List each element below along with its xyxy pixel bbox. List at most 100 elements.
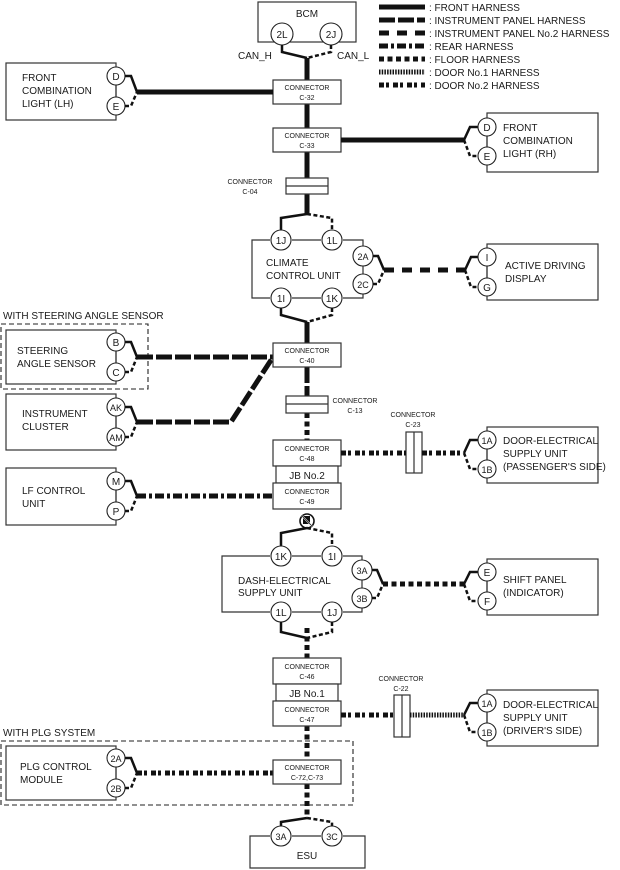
- sas-can-l-wire: [125, 356, 139, 374]
- connector-c13-id: C-13: [347, 408, 362, 415]
- bcm-pin-2l-label: 2L: [276, 30, 288, 41]
- esu-unit[interactable]: 3A 3C ESU: [249, 816, 366, 869]
- connector-c23-title: CONNECTOR: [391, 412, 436, 419]
- bcm-pin-2j-label: 2J: [326, 30, 337, 41]
- legend-item-rear: : REAR HARNESS: [379, 42, 514, 53]
- front-combination-light-rh[interactable]: D E FRONT COMBINATION LIGHT (RH): [341, 112, 599, 173]
- legend-label-front: : FRONT HARNESS: [429, 3, 520, 14]
- climate-box-left: [251, 239, 270, 299]
- lf-can-l-wire: [125, 495, 139, 513]
- legend-item-door1: : DOOR No.1 HARNESS: [379, 68, 540, 79]
- connector-c33[interactable]: CONNECTOR C-33: [272, 127, 342, 153]
- legend-item-front: : FRONT HARNESS: [379, 3, 520, 14]
- connector-c72-box: [272, 759, 342, 785]
- plg-group-label: WITH PLG SYSTEM: [3, 728, 95, 739]
- desu-drv-pin-1a-label: 1A: [481, 699, 492, 709]
- dash-bottom-can-h: [279, 622, 308, 640]
- fcl-lh-pin-e-label: E: [113, 102, 120, 113]
- active-driving-display[interactable]: I G ACTIVE DRIVING DISPLAY: [384, 243, 599, 301]
- door-electrical-supply-unit-driver[interactable]: 1A 1B DOOR-ELECTRICAL SUPPLY UNIT (DRIVE…: [462, 689, 599, 747]
- legend-item-ip: : INSTRUMENT PANEL HARNESS: [379, 16, 586, 27]
- plg-control-module[interactable]: PLG CONTROL MODULE 2A 2B: [5, 745, 273, 801]
- shift-panel-indicator[interactable]: E F SHIFT PANEL (INDICATOR): [383, 558, 599, 616]
- connector-c46-id: C-46: [299, 674, 314, 681]
- lf-pin-m-label: M: [112, 477, 120, 488]
- bcm-can-h-wire: [280, 45, 308, 60]
- climate-bottom-can-h: [279, 308, 308, 324]
- esu-label: ESU: [297, 851, 318, 862]
- sas-label-2: ANGLE SENSOR: [17, 359, 96, 370]
- instrument-cluster[interactable]: INSTRUMENT CLUSTER AK AM: [5, 355, 276, 451]
- connector-c33-box: [272, 127, 342, 153]
- desu-pass-can-l-wire: [462, 452, 478, 471]
- desu-drv-label-2: SUPPLY UNIT: [503, 713, 568, 724]
- connector-c04[interactable]: CONNECTOR C-04: [228, 177, 329, 196]
- climate-pin-1j: [270, 229, 292, 251]
- connector-c33-id: C-33: [299, 143, 314, 150]
- climate-side-can-h: [373, 254, 386, 271]
- dash-electrical-supply-unit[interactable]: 1K 1I 1L 1J 3A 3B DASH-ELECTRICAL SUPPLY…: [221, 526, 385, 640]
- connector-c40-box: [272, 342, 342, 368]
- add-pin-g: [477, 277, 497, 297]
- legend-label-floor: : FLOOR HARNESS: [429, 55, 520, 66]
- connector-c32-title: CONNECTOR: [285, 85, 330, 92]
- fcl-lh-label-2: COMBINATION: [22, 86, 92, 97]
- cluster-pin-am-label: AM: [109, 433, 123, 443]
- connector-c23[interactable]: CONNECTOR C-23: [391, 412, 436, 474]
- connector-c48-title: CONNECTOR: [285, 446, 330, 453]
- esu-box: [249, 835, 366, 869]
- cluster-can-l-wire: [125, 421, 139, 439]
- plg-box: [5, 745, 117, 801]
- shift-pin-f: [477, 591, 497, 611]
- desu-drv-label-3: (DRIVER'S SIDE): [503, 726, 582, 737]
- climate-pin-1l-label: 1L: [326, 236, 338, 247]
- climate-pin-2a-label: 2A: [357, 252, 368, 262]
- junction-block-2[interactable]: CONNECTOR C-48 JB No.2 CONNECTOR C-49: [272, 439, 342, 510]
- add-can-h-wire: [463, 255, 478, 271]
- esu-pin-3c: [321, 825, 343, 847]
- connector-c04-id: C-04: [242, 189, 257, 196]
- desu-pass-box: [486, 426, 599, 484]
- legend: : FRONT HARNESS : INSTRUMENT PANEL HARNE…: [379, 3, 610, 92]
- lf-control-unit[interactable]: LF CONTROL UNIT M P: [5, 467, 273, 526]
- climate-control-unit[interactable]: 1J 1L 1I 1K 2A 2C CLIMATE CONTROL UNIT: [251, 212, 386, 324]
- climate-side-can-l: [373, 269, 386, 286]
- connector-c32[interactable]: CONNECTOR C-32: [272, 79, 342, 105]
- legend-label-door1: : DOOR No.1 HARNESS: [429, 68, 540, 79]
- front-combination-light-lh[interactable]: FRONT COMBINATION LIGHT (LH) D E: [5, 62, 273, 121]
- door-electrical-supply-unit-passenger[interactable]: 1A 1B DOOR-ELECTRICAL SUPPLY UNIT (PASSE…: [462, 426, 606, 484]
- connector-c04-title: CONNECTOR: [228, 179, 273, 186]
- lf-label-1: LF CONTROL: [22, 486, 86, 497]
- connector-c40[interactable]: CONNECTOR C-40: [272, 342, 342, 368]
- connector-c22-id: C-22: [393, 686, 408, 693]
- plg-group-outline: [0, 740, 354, 806]
- connector-c49-box: [272, 482, 342, 510]
- connector-c22[interactable]: CONNECTOR C-22: [379, 676, 424, 738]
- junction-block-1[interactable]: CONNECTOR C-46 JB No.1 CONNECTOR C-47: [272, 657, 342, 727]
- bcm-unit[interactable]: BCM 2L 2J CAN_H CAN_L: [238, 1, 370, 62]
- desu-drv-pin-1b-label: 1B: [481, 728, 492, 738]
- can-h-label: CAN_H: [238, 51, 272, 62]
- shift-pin-e-label: E: [484, 568, 491, 579]
- connector-c72-c73[interactable]: CONNECTOR C-72,C-73: [272, 759, 342, 785]
- add-label-2: DISPLAY: [505, 274, 547, 285]
- plg-pin-2b-label: 2B: [110, 784, 121, 794]
- connector-c32-box: [272, 79, 342, 105]
- connector-c13[interactable]: CONNECTOR C-13: [285, 395, 377, 415]
- shift-label-2: (INDICATOR): [503, 588, 564, 599]
- connector-c46-title: CONNECTOR: [285, 664, 330, 671]
- dash-bottom-can-l: [306, 622, 334, 640]
- add-pin-i-label: I: [486, 253, 489, 264]
- dash-pin-1k-label: 1K: [275, 552, 288, 563]
- dash-pin-1j-label: 1J: [327, 608, 338, 619]
- sas-group-label: WITH STEERING ANGLE SENSOR: [3, 311, 164, 322]
- jb1-label: JB No.1: [289, 689, 325, 700]
- legend-label-ip: : INSTRUMENT PANEL HARNESS: [429, 16, 586, 27]
- plg-label-1: PLG CONTROL: [20, 762, 92, 773]
- steering-angle-sensor[interactable]: STEERING ANGLE SENSOR B C: [5, 329, 273, 385]
- desu-drv-can-h-wire: [462, 701, 478, 716]
- add-can-l-wire: [463, 269, 478, 289]
- desu-drv-box: [486, 689, 599, 747]
- add-label-1: ACTIVE DRIVING: [505, 261, 586, 272]
